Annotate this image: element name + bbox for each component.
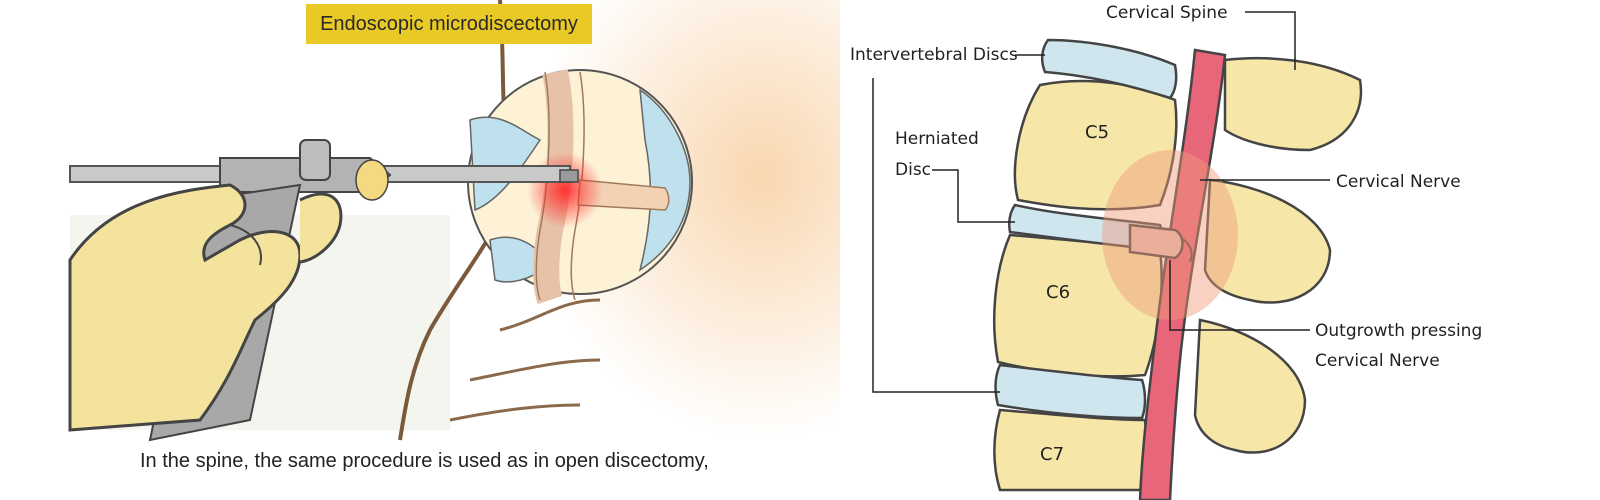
spine-drawing: C5 C6 C7 [850,3,1482,500]
ribs [449,298,601,422]
label-cervical-nerve: Cervical Nerve [1336,172,1461,192]
label-outgrowth-line2: Cervical Nerve [1315,351,1440,371]
label-herniated-line2: Disc [895,160,931,180]
endoscopy-illustration: Endoscopic microdiscectomy In the spine,… [68,0,840,472]
compression-highlight [1102,150,1238,320]
surgeon-hand [68,183,343,432]
label-intervertebral-discs: Intervertebral Discs [850,45,1018,65]
disc-top [1040,38,1178,100]
vertebra-label-c6: C6 [1046,282,1070,303]
label-cervical-spine: Cervical Spine [1106,3,1228,23]
herniation-highlight [527,152,603,228]
intervertebral-discs [994,38,1178,420]
procedure-title: Endoscopic microdiscectomy [306,4,592,44]
endoscopy-drawing [68,0,840,442]
label-outgrowth-line1: Outgrowth pressing [1315,321,1482,341]
procedure-caption: In the spine, the same procedure is used… [140,450,709,472]
disc-lower [994,363,1147,420]
spinous-processes [1193,56,1363,454]
vertebra-c7: C7 [993,408,1148,492]
herniated-disc-protrusion [1128,223,1184,260]
label-herniated-line1: Herniated [895,129,979,149]
leader-lines [872,11,1330,393]
magnified-view [467,69,693,305]
cervical-spine-diagram: C5 C6 C7 [840,0,1600,500]
vertebra-label-c5: C5 [1085,122,1109,143]
vertebra-label-c7: C7 [1040,444,1064,465]
